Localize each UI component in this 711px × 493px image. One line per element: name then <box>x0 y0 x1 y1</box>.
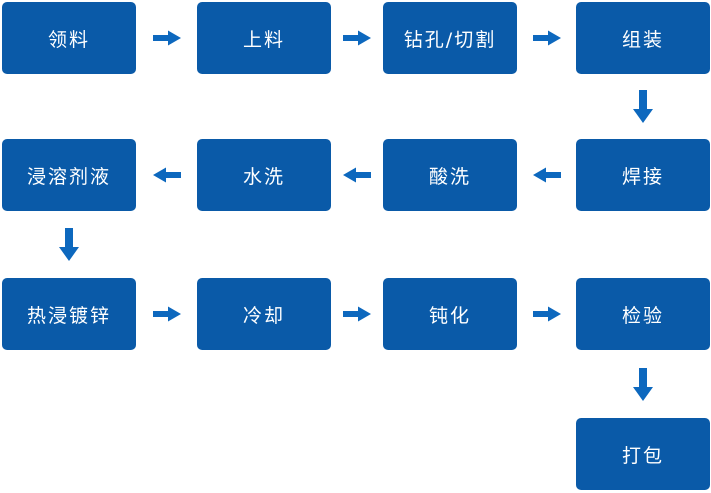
process-step-label: 领料 <box>47 28 90 51</box>
process-step-hanjie: 焊接 <box>576 139 710 211</box>
flow-arrow-right-icon <box>343 30 371 46</box>
flow-arrow-down-icon <box>59 228 79 261</box>
flow-arrow-left-icon <box>532 167 561 183</box>
process-step-zuzhuang: 组装 <box>576 2 710 74</box>
flow-arrow-down-icon <box>633 367 653 401</box>
process-step-label: 检验 <box>621 304 664 327</box>
process-step-label: 酸洗 <box>428 165 471 188</box>
process-step-label: 上料 <box>242 28 285 51</box>
process-step-label: 打包 <box>621 444 664 467</box>
process-step-label: 钝化 <box>428 304 471 327</box>
process-step-label: 冷却 <box>242 304 285 327</box>
flow-arrow-left-icon <box>343 167 371 183</box>
process-step-rejinduxin: 热浸镀锌 <box>2 278 136 350</box>
process-step-zuankong: 钻孔/切割 <box>383 2 517 74</box>
process-step-jianyan: 检验 <box>576 278 710 350</box>
flow-arrow-down-icon <box>633 90 653 123</box>
process-step-label: 组装 <box>621 28 664 51</box>
process-step-jinrongjiye: 浸溶剂液 <box>2 139 136 211</box>
process-step-dabao: 打包 <box>576 418 710 490</box>
flow-arrow-right-icon <box>532 306 561 322</box>
process-step-label: 钻孔/切割 <box>403 28 497 51</box>
process-step-label: 水洗 <box>242 165 285 188</box>
flow-arrow-right-icon <box>532 30 561 46</box>
flow-arrow-right-icon <box>152 30 181 46</box>
process-step-shuixi: 水洗 <box>197 139 331 211</box>
flow-arrow-right-icon <box>343 306 371 322</box>
process-step-dunhua: 钝化 <box>383 278 517 350</box>
process-step-lingliao: 领料 <box>2 2 136 74</box>
flow-arrow-right-icon <box>152 306 181 322</box>
process-step-lengque: 冷却 <box>197 278 331 350</box>
process-step-shangliao: 上料 <box>197 2 331 74</box>
flow-arrow-left-icon <box>152 167 181 183</box>
process-step-label: 热浸镀锌 <box>26 304 111 327</box>
process-step-label: 浸溶剂液 <box>26 165 111 188</box>
process-step-suanxi: 酸洗 <box>383 139 517 211</box>
process-step-label: 焊接 <box>621 165 664 188</box>
